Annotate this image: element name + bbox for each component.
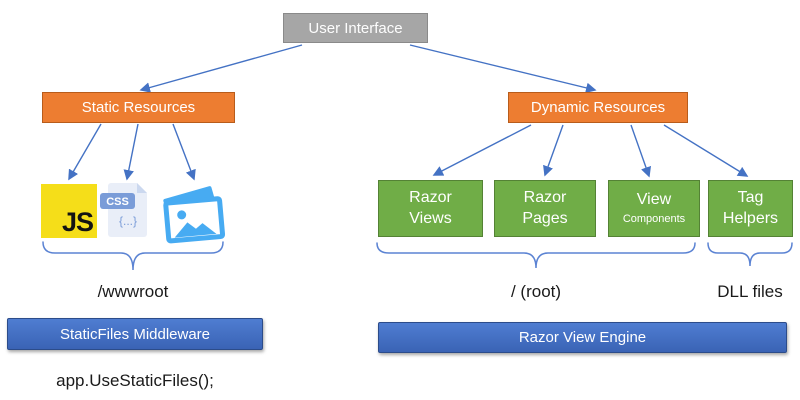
razor-views-line1: Razor [409,188,452,206]
tag-helpers-line1: Tag [737,188,764,206]
razor-pages-box: Razor Pages [494,180,596,237]
arrow-static-to-images [172,123,196,181]
user-interface-label: User Interface [308,19,403,37]
css-braces-text: {...} [119,214,137,228]
arrow-static-to-js [68,123,102,181]
staticfiles-middleware-box: StaticFiles Middleware [7,318,263,350]
arrow-dynamic-to-tag-helpers [663,124,749,177]
tag-helpers-line2: Helpers [722,209,779,227]
view-components-line2: Components [622,212,686,225]
wwwroot-label: /wwwroot [97,282,169,301]
javascript-icon: JS [41,184,97,238]
brace-wwwroot [42,241,224,271]
use-staticfiles-code: app.UseStaticFiles(); [56,371,214,390]
brace-root [376,242,696,269]
arrow-ui-to-dynamic [409,44,597,93]
arrow-dynamic-to-razor-views [432,124,532,176]
css-file-icon: CSS {...} [100,183,147,237]
brace-dll [707,242,793,267]
staticfiles-middleware-label: StaticFiles Middleware [59,325,211,343]
root-label: / (root) [510,282,562,301]
css-badge-text: CSS [106,196,129,208]
razor-pages-line2: Pages [522,209,568,227]
razor-views-box: Razor Views [378,180,483,237]
view-components-line1: View [636,190,672,208]
user-interface-box: User Interface [283,13,428,43]
tag-helpers-box: Tag Helpers [708,180,793,237]
arrow-dynamic-to-razor-pages [543,124,564,177]
dynamic-resources-label: Dynamic Resources [530,99,666,116]
static-resources-box: Static Resources [42,92,235,123]
dll-files-label: DLL files [717,282,783,301]
razor-views-line2: Views [409,209,452,227]
dynamic-resources-box: Dynamic Resources [508,92,688,123]
razor-view-engine-label: Razor View Engine [518,329,647,346]
images-icon [163,186,226,244]
arrow-static-to-css [123,123,139,181]
arrow-dynamic-to-view-components [630,124,651,178]
razor-view-engine-box: Razor View Engine [378,322,787,353]
arrow-ui-to-static [139,44,303,93]
razor-pages-line1: Razor [523,188,567,206]
static-resources-label: Static Resources [81,99,196,116]
view-components-box: View Components [608,180,700,237]
